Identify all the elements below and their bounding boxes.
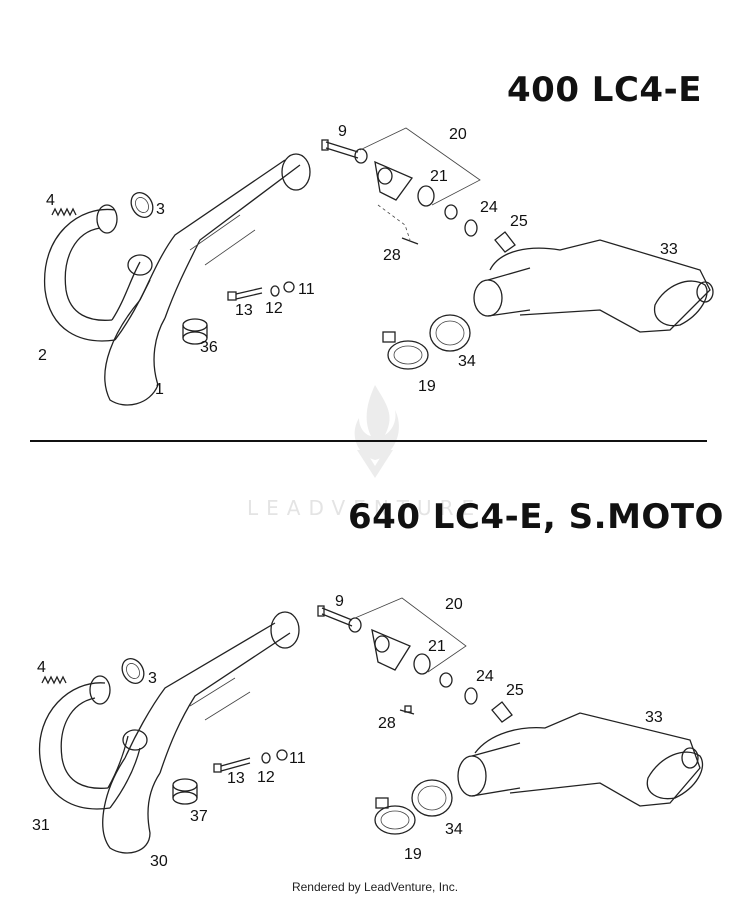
callout-9: 9 bbox=[335, 593, 344, 610]
callout-25: 25 bbox=[510, 213, 528, 230]
silencer-33 bbox=[457, 712, 704, 807]
callout-11: 11 bbox=[298, 281, 315, 298]
bracket-assembly bbox=[317, 597, 513, 723]
callout-36: 36 bbox=[200, 339, 218, 356]
callout-25: 25 bbox=[506, 682, 524, 699]
callout-37: 37 bbox=[190, 808, 208, 825]
header-pipe-31 bbox=[38, 675, 148, 810]
callout-33: 33 bbox=[660, 241, 678, 258]
ring-34 bbox=[411, 779, 453, 817]
model-title-top: 400 LC4-E bbox=[507, 70, 702, 110]
nut-11 bbox=[276, 749, 288, 761]
callout-28: 28 bbox=[378, 715, 396, 732]
bracket-assembly bbox=[321, 127, 516, 253]
header-pipe-2 bbox=[44, 204, 153, 342]
callout-4: 4 bbox=[37, 659, 46, 676]
callout-33: 33 bbox=[645, 709, 663, 726]
callout-11: 11 bbox=[289, 750, 306, 767]
callout-34: 34 bbox=[445, 821, 463, 838]
exploded-diagram-top: 9 20 21 4 3 24 25 28 33 13 12 11 2 36 34… bbox=[38, 123, 714, 406]
callout-20: 20 bbox=[445, 596, 463, 613]
callout-21: 21 bbox=[430, 168, 448, 185]
callout-13: 13 bbox=[227, 770, 245, 787]
sleeve-37 bbox=[172, 778, 198, 805]
callout-30: 30 bbox=[150, 853, 168, 870]
silencer-33 bbox=[473, 239, 714, 333]
sleeve-36 bbox=[182, 318, 208, 345]
callout-1: 1 bbox=[155, 381, 164, 398]
callout-12: 12 bbox=[265, 300, 283, 317]
callout-24: 24 bbox=[480, 199, 498, 216]
callout-3: 3 bbox=[148, 670, 157, 687]
callout-12: 12 bbox=[257, 769, 275, 786]
callout-13: 13 bbox=[235, 302, 253, 319]
callout-24: 24 bbox=[476, 668, 494, 685]
ring-34 bbox=[429, 314, 471, 352]
callout-2: 2 bbox=[38, 347, 47, 364]
spring-4 bbox=[41, 675, 67, 685]
callout-28: 28 bbox=[383, 247, 401, 264]
callout-19: 19 bbox=[418, 378, 436, 395]
footer-credit: Rendered by LeadVenture, Inc. bbox=[291, 880, 459, 894]
exploded-diagram-bottom: 9 20 21 4 3 24 25 28 33 13 12 11 31 37 3… bbox=[32, 593, 704, 870]
gasket-3 bbox=[130, 192, 154, 218]
callout-19: 19 bbox=[404, 846, 422, 863]
section-divider bbox=[30, 440, 707, 442]
watermark-text: LEADVENTURE bbox=[247, 496, 483, 520]
model-title-bottom: 640 LC4-E, S.MOTO bbox=[348, 497, 724, 537]
clamp-19 bbox=[374, 797, 416, 835]
bolt-13 bbox=[227, 287, 263, 301]
header-pipe-1 bbox=[104, 153, 311, 406]
bolt-13 bbox=[213, 757, 251, 773]
callout-3: 3 bbox=[156, 201, 165, 218]
washer-12 bbox=[261, 752, 271, 764]
callout-20: 20 bbox=[449, 126, 467, 143]
callout-9: 9 bbox=[338, 123, 347, 140]
spring-4 bbox=[51, 207, 77, 217]
gasket-3 bbox=[121, 658, 145, 684]
washer-12 bbox=[270, 285, 280, 297]
callout-31: 31 bbox=[32, 817, 50, 834]
header-pipe-30 bbox=[102, 611, 300, 854]
clamp-19 bbox=[382, 331, 429, 370]
nut-11 bbox=[283, 281, 295, 293]
callout-34: 34 bbox=[458, 353, 476, 370]
callout-21: 21 bbox=[428, 638, 446, 655]
callout-4: 4 bbox=[46, 192, 55, 209]
